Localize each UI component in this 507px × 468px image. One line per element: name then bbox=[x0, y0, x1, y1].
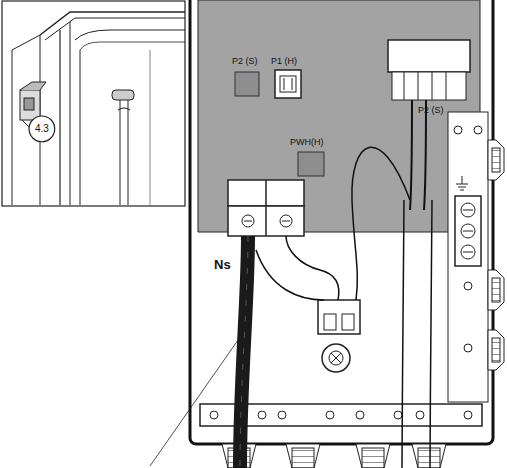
connector-label: P1 (H) bbox=[271, 57, 297, 66]
callout-number: 4.3 bbox=[35, 123, 49, 134]
connector-label: P2 (S) bbox=[418, 106, 444, 115]
cable-label: Ns bbox=[214, 258, 231, 271]
connector-label: PWH(H) bbox=[290, 138, 324, 147]
connector-label: P2 (S) bbox=[232, 57, 258, 66]
callout-circle: 4.3 bbox=[28, 115, 56, 143]
callout-circle-outline bbox=[29, 116, 55, 142]
inset-view bbox=[2, 1, 185, 206]
control-box-housing bbox=[150, 0, 504, 468]
